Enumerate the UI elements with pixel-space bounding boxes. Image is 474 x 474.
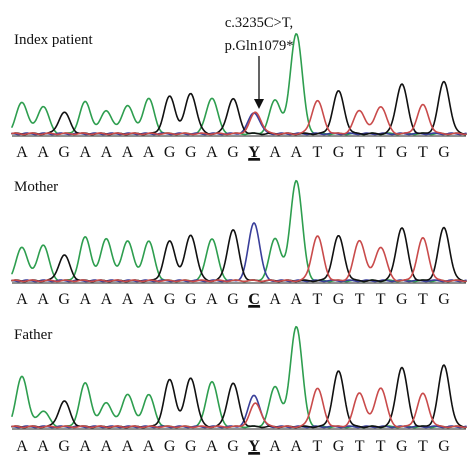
- base-call-variant: Y: [248, 438, 260, 455]
- base-call: A: [206, 291, 218, 308]
- base-call-variant: C: [248, 291, 260, 308]
- base-call: G: [396, 438, 408, 455]
- base-call: G: [396, 291, 408, 308]
- base-call: T: [313, 291, 323, 308]
- base-call: G: [185, 291, 197, 308]
- base-call: T: [418, 291, 428, 308]
- base-call: A: [291, 438, 303, 455]
- base-call: A: [206, 438, 218, 455]
- base-call: A: [37, 438, 49, 455]
- panel-label-index: Index patient: [14, 32, 94, 48]
- base-call: G: [333, 291, 345, 308]
- base-call: A: [122, 291, 134, 308]
- base-call: T: [418, 144, 428, 161]
- panel-label-mother: Mother: [14, 179, 58, 195]
- base-call-variant: Y: [248, 144, 260, 161]
- base-call: T: [376, 291, 386, 308]
- base-call: A: [269, 291, 281, 308]
- base-call: G: [58, 291, 70, 308]
- trace-layer: [11, 33, 467, 430]
- base-call: G: [227, 291, 239, 308]
- base-call: T: [313, 438, 323, 455]
- base-call: G: [333, 144, 345, 161]
- base-call: A: [143, 291, 155, 308]
- base-call: T: [355, 291, 365, 308]
- base-call: T: [313, 144, 323, 161]
- base-call: A: [101, 438, 113, 455]
- base-call: A: [143, 144, 155, 161]
- base-call: T: [376, 438, 386, 455]
- base-call: T: [418, 438, 428, 455]
- trace-index-T: [11, 99, 467, 136]
- base-call: A: [16, 438, 28, 455]
- trace-mother-A: [11, 179, 467, 283]
- base-call: A: [291, 291, 303, 308]
- base-call: A: [16, 144, 28, 161]
- base-call: A: [37, 144, 49, 161]
- base-call: G: [227, 144, 239, 161]
- base-call: A: [80, 291, 92, 308]
- base-call: A: [101, 144, 113, 161]
- base-call: G: [185, 144, 197, 161]
- base-call: A: [291, 144, 303, 161]
- base-call: A: [143, 438, 155, 455]
- variant-annotation-nucleotide: c.3235C>T,: [225, 15, 293, 31]
- trace-index-G: [11, 80, 467, 136]
- variant-arrow: [254, 56, 264, 109]
- base-call: G: [164, 144, 176, 161]
- base-call: T: [355, 144, 365, 161]
- base-call: A: [122, 144, 134, 161]
- base-call: A: [80, 438, 92, 455]
- trace-father-T: [11, 387, 467, 429]
- base-call: T: [355, 438, 365, 455]
- base-call: G: [164, 438, 176, 455]
- base-call: T: [376, 144, 386, 161]
- base-call: G: [58, 144, 70, 161]
- base-call: G: [58, 438, 70, 455]
- base-call: A: [80, 144, 92, 161]
- base-call: A: [122, 438, 134, 455]
- base-call: G: [438, 438, 450, 455]
- panel-label-father: Father: [14, 327, 52, 343]
- base-call: G: [333, 438, 345, 455]
- base-call: A: [16, 291, 28, 308]
- base-call: G: [227, 438, 239, 455]
- base-call: G: [164, 291, 176, 308]
- base-call: G: [438, 144, 450, 161]
- base-call: G: [185, 438, 197, 455]
- base-call: G: [438, 291, 450, 308]
- base-call: A: [101, 291, 113, 308]
- base-call: A: [269, 144, 281, 161]
- base-call: A: [269, 438, 281, 455]
- trace-mother-T: [11, 235, 467, 283]
- base-call: A: [37, 291, 49, 308]
- variant-annotation-protein: p.Gln1079*: [225, 38, 294, 54]
- base-call: G: [396, 144, 408, 161]
- base-call: A: [206, 144, 218, 161]
